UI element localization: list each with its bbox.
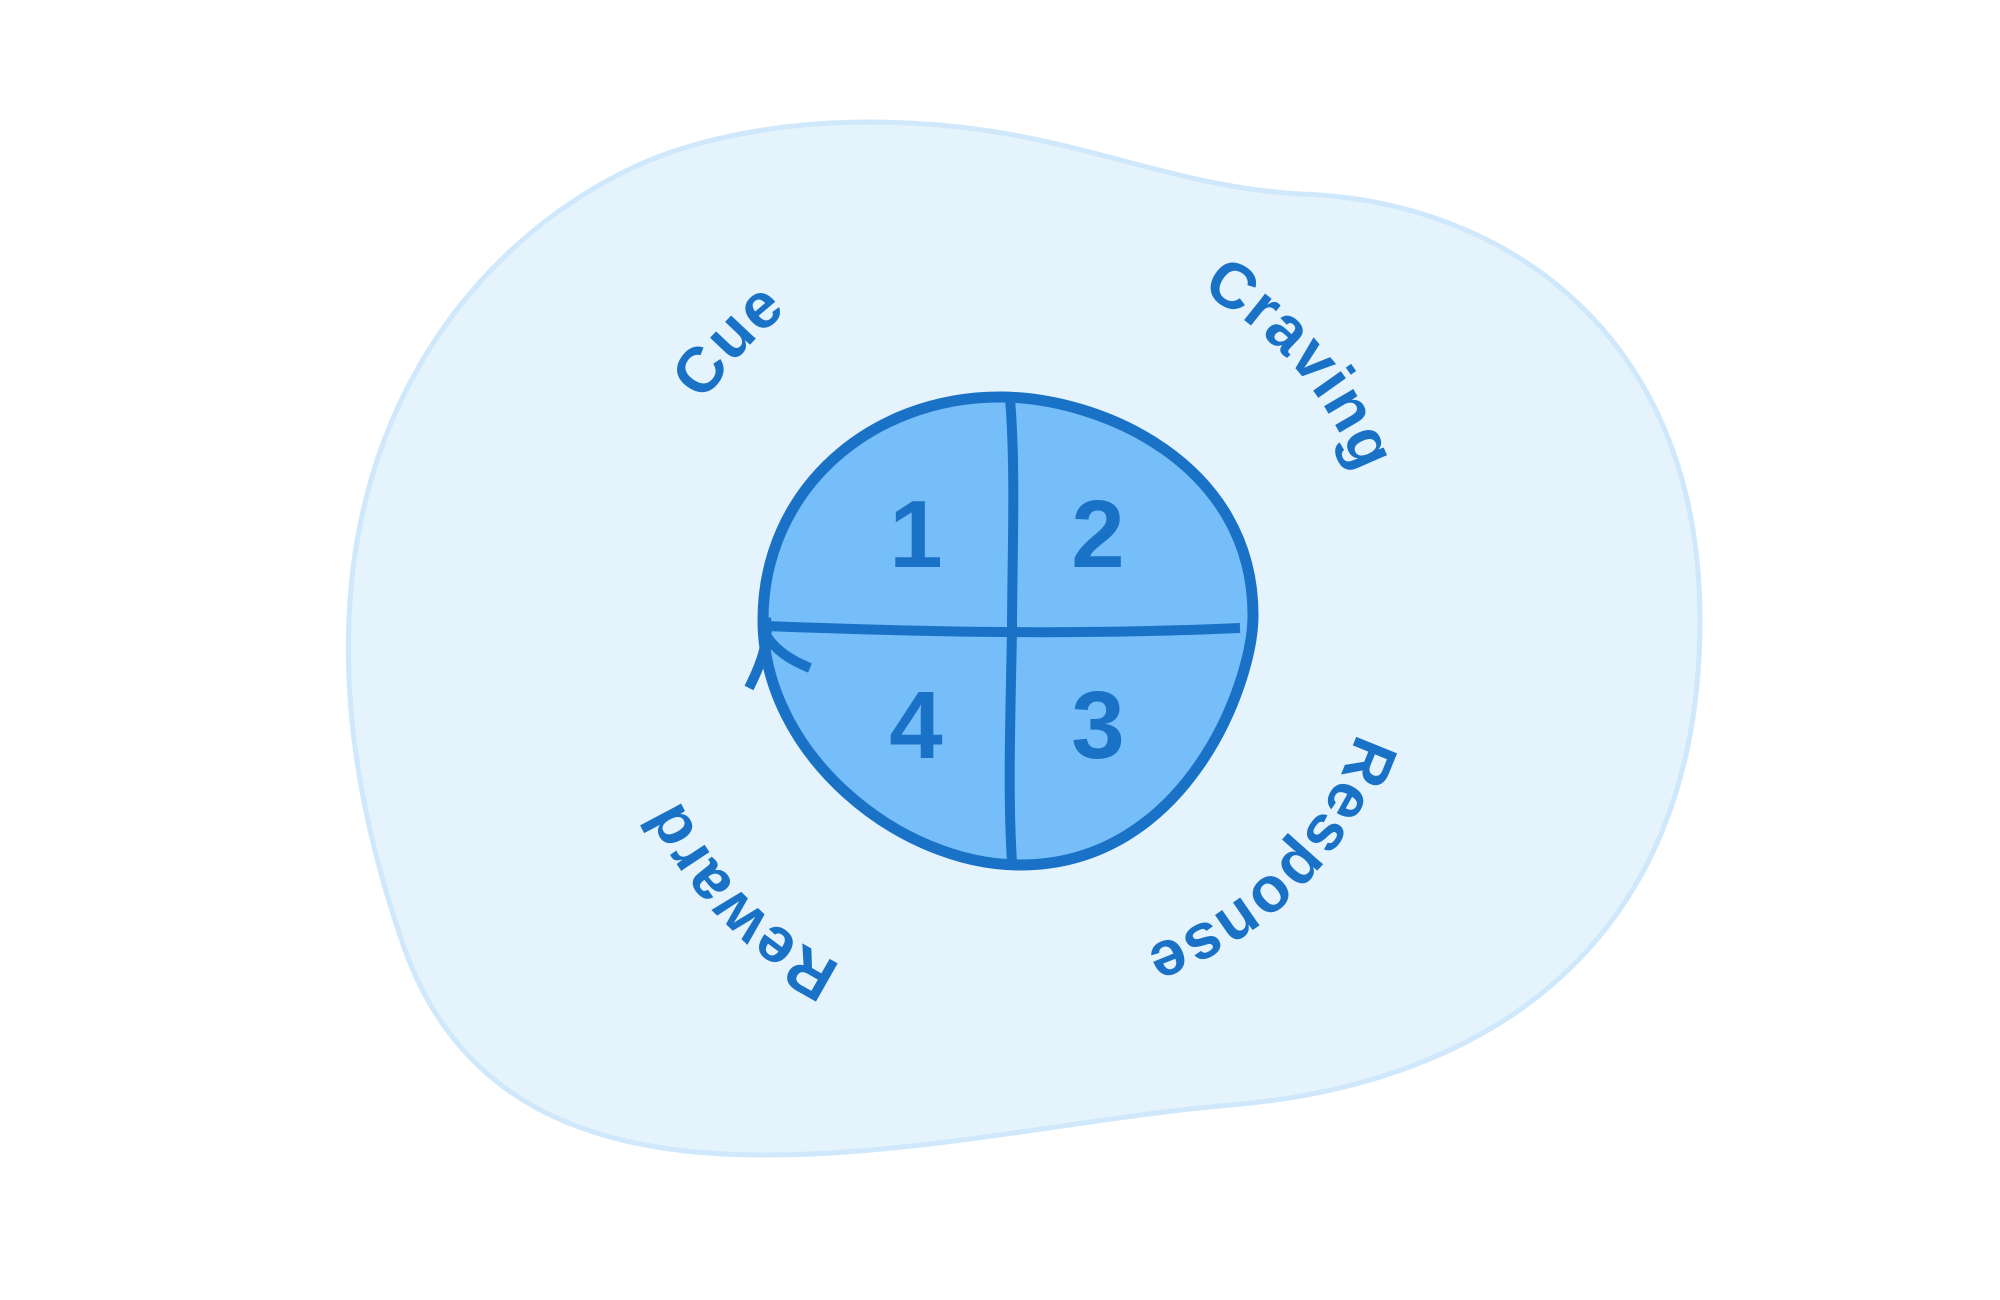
stage-number-2: 2 bbox=[1071, 481, 1124, 588]
stage-number-4: 4 bbox=[889, 672, 942, 779]
stage-number-3: 3 bbox=[1071, 672, 1124, 779]
horizontal-divider bbox=[764, 621, 1241, 638]
stage-number-1: 1 bbox=[889, 481, 942, 588]
loop-arrow-icon bbox=[744, 617, 812, 691]
